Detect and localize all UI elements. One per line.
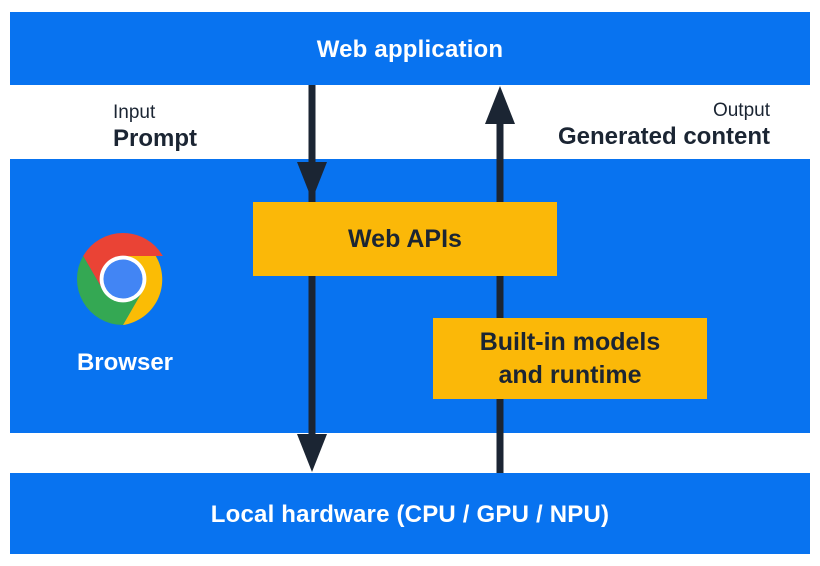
web-apis-box: Web APIs — [253, 202, 557, 276]
chrome-logo-icon — [77, 233, 169, 325]
web-application-label: Web application — [316, 36, 504, 63]
builtin-models-box: Built-in models and runtime — [433, 318, 707, 399]
browser-label: Browser — [76, 349, 174, 376]
web-application-bar: Web application — [10, 12, 810, 85]
output-caption: Output — [712, 100, 770, 121]
generated-content-label: Generated content — [557, 123, 770, 150]
local-hardware-bar: Local hardware (CPU / GPU / NPU) — [10, 473, 810, 554]
input-label-block: Input Prompt — [113, 100, 197, 153]
output-label-block: Output Generated content — [558, 98, 770, 151]
local-hardware-label: Local hardware (CPU / GPU / NPU) — [210, 501, 610, 528]
web-apis-label: Web APIs — [348, 224, 462, 253]
builtin-models-label-line2: and runtime — [498, 360, 642, 389]
builtin-models-label-line1: Built-in models — [479, 327, 661, 356]
input-caption: Input — [113, 102, 156, 123]
prompt-label: Prompt — [113, 125, 197, 152]
